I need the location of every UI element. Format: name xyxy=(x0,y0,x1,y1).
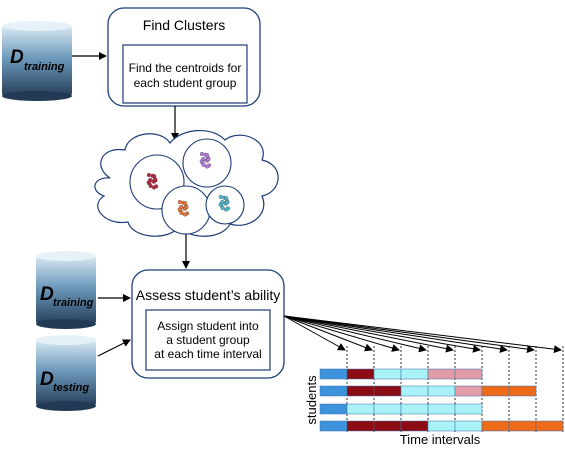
assess-line-2: a student group xyxy=(166,333,250,347)
student-row xyxy=(319,420,564,432)
time-segment xyxy=(373,385,402,397)
interval-arrow xyxy=(283,315,373,352)
time-segment xyxy=(400,368,429,380)
find-clusters-inner-box xyxy=(122,44,248,104)
find-clusters-title: Find Clusters xyxy=(143,17,225,33)
cluster-point xyxy=(153,178,158,183)
assess-ability-box: Assess student’s ability Assign student … xyxy=(131,269,285,379)
find-clusters-line-1: Find the centroids for xyxy=(129,61,242,75)
time-segment xyxy=(535,420,564,432)
testing-dataset: D testing xyxy=(36,335,96,411)
interval-arrow xyxy=(283,315,346,351)
time-segment xyxy=(346,403,375,415)
time-segment xyxy=(400,403,429,415)
find-clusters-box: Find Clusters Find the centroids for eac… xyxy=(107,7,261,107)
find-clusters-line-2: each student group xyxy=(134,76,237,90)
time-segment xyxy=(319,368,348,380)
cluster-point xyxy=(205,153,210,158)
cluster-point xyxy=(224,196,229,201)
cluster-point xyxy=(206,157,211,162)
time-segment xyxy=(373,420,402,432)
cluster-point xyxy=(220,199,225,205)
time-segment xyxy=(427,403,456,415)
timeline-ylabel: students xyxy=(304,375,319,425)
cluster-point xyxy=(148,177,153,183)
cluster-point xyxy=(183,201,188,206)
cluster-cloud xyxy=(94,129,279,237)
cluster-point xyxy=(179,210,184,216)
interval-arrow xyxy=(283,315,562,354)
time-segment xyxy=(427,385,456,397)
cluster-point xyxy=(152,174,157,179)
interval-arrow xyxy=(283,315,427,353)
student-row xyxy=(319,385,537,397)
student-row xyxy=(319,368,483,380)
cluster-red-dots xyxy=(146,172,159,190)
time-segment xyxy=(400,385,429,397)
testing-d: D xyxy=(40,369,54,390)
assess-title: Assess student’s ability xyxy=(136,287,280,303)
cluster-point xyxy=(204,164,210,169)
time-segment xyxy=(481,420,510,432)
time-segment xyxy=(427,368,456,380)
time-segment xyxy=(454,385,483,397)
assess-inner-box xyxy=(145,309,271,371)
cluster-point xyxy=(177,199,182,205)
assess-line-3: at each time interval xyxy=(154,347,261,361)
training-top-d: D xyxy=(10,47,24,68)
time-segment xyxy=(373,403,402,415)
timeline-xlabel: Time intervals xyxy=(400,432,481,447)
time-segment xyxy=(373,368,402,380)
cluster-point xyxy=(148,183,153,189)
cluster-point xyxy=(220,205,225,211)
cluster-point xyxy=(225,200,230,205)
time-segment xyxy=(319,403,348,415)
cluster-point xyxy=(218,194,223,200)
training-top-sub: training xyxy=(24,61,65,73)
time-segment xyxy=(319,385,348,397)
cluster-point xyxy=(199,151,204,157)
interval-arrow xyxy=(283,315,481,353)
cluster-point xyxy=(201,156,206,162)
time-segment xyxy=(508,420,537,432)
training-dataset-top: D training xyxy=(2,21,72,101)
training-bottom-d: D xyxy=(40,284,54,305)
student-timeline xyxy=(319,368,564,432)
time-segment xyxy=(319,420,348,432)
time-segment xyxy=(346,385,375,397)
time-segment xyxy=(400,420,429,432)
time-segment xyxy=(427,420,456,432)
cluster-point xyxy=(151,185,157,190)
time-segment xyxy=(346,368,375,380)
time-segment xyxy=(508,385,537,397)
training-dataset-bottom: D training xyxy=(36,251,96,329)
training-bottom-sub: training xyxy=(53,297,94,309)
testing-sub: testing xyxy=(53,382,89,394)
time-segment xyxy=(454,403,483,415)
time-segment xyxy=(481,385,510,397)
cluster-purple-dots xyxy=(199,151,212,169)
cluster-point xyxy=(182,212,188,217)
time-segment xyxy=(454,368,483,380)
arrow-testing-to-assess xyxy=(97,339,131,357)
cluster-point xyxy=(223,207,229,212)
cluster-teal-dots xyxy=(218,194,231,212)
time-segment xyxy=(346,420,375,432)
time-segment xyxy=(454,420,483,432)
cluster-point xyxy=(201,162,206,168)
time-interval-arrows xyxy=(283,315,564,432)
interval-arrow xyxy=(283,315,508,353)
interval-arrow xyxy=(283,315,454,353)
assess-line-1: Assign student into xyxy=(157,319,259,333)
cluster-point xyxy=(146,172,151,178)
cluster-point xyxy=(179,204,184,210)
cluster-point xyxy=(184,205,189,210)
interval-arrow xyxy=(283,315,535,354)
student-row xyxy=(319,403,483,415)
cluster-orange-dots xyxy=(177,199,190,217)
interval-arrow xyxy=(283,315,400,352)
